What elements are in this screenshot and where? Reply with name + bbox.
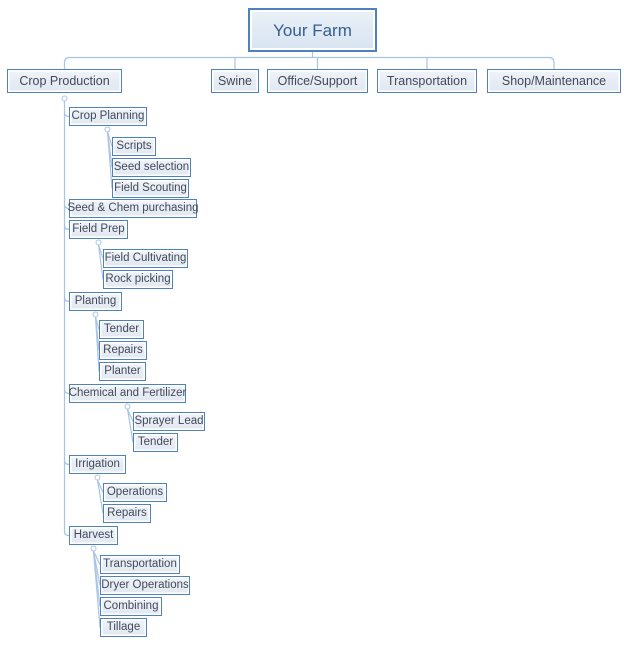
node-seed-chem-purchasing[interactable]: Seed & Chem purchasing (67, 199, 199, 218)
node-field-cultivating[interactable]: Field Cultivating (103, 249, 188, 268)
node-planting[interactable]: Planting (69, 292, 122, 311)
node-rock-picking[interactable]: Rock picking (103, 270, 173, 289)
node-seed-selection[interactable]: Seed selection (112, 158, 191, 177)
node-your-farm[interactable]: Your Farm (248, 8, 377, 52)
node-chemical-fertilizer[interactable]: Chemical and Fertilizer (69, 384, 186, 403)
node-scripts[interactable]: Scripts (112, 137, 156, 156)
node-harvest-transportation[interactable]: Transportation (100, 555, 180, 574)
node-transportation[interactable]: Transportation (377, 69, 477, 93)
node-shop-maintenance[interactable]: Shop/Maintenance (487, 69, 621, 93)
node-swine[interactable]: Swine (211, 69, 259, 93)
node-irrigation-repairs[interactable]: Repairs (103, 504, 151, 523)
node-sprayer-lead[interactable]: Sprayer Lead (133, 412, 205, 431)
node-harvest[interactable]: Harvest (69, 526, 118, 545)
node-field-prep[interactable]: Field Prep (69, 220, 128, 239)
node-irrigation-operations[interactable]: Operations (103, 483, 167, 502)
node-tillage[interactable]: Tillage (100, 618, 147, 637)
node-crop-production[interactable]: Crop Production (7, 69, 122, 93)
node-crop-planning[interactable]: Crop Planning (69, 107, 147, 126)
node-dryer-operations[interactable]: Dryer Operations (100, 576, 190, 595)
node-planting-repairs[interactable]: Repairs (99, 341, 147, 360)
node-field-scouting[interactable]: Field Scouting (112, 179, 189, 198)
node-planter[interactable]: Planter (99, 362, 146, 381)
node-planting-tender[interactable]: Tender (99, 320, 144, 339)
node-combining[interactable]: Combining (100, 597, 162, 616)
node-office-support[interactable]: Office/Support (267, 69, 368, 93)
node-chem-tender[interactable]: Tender (133, 433, 178, 452)
node-irrigation[interactable]: Irrigation (69, 455, 126, 474)
